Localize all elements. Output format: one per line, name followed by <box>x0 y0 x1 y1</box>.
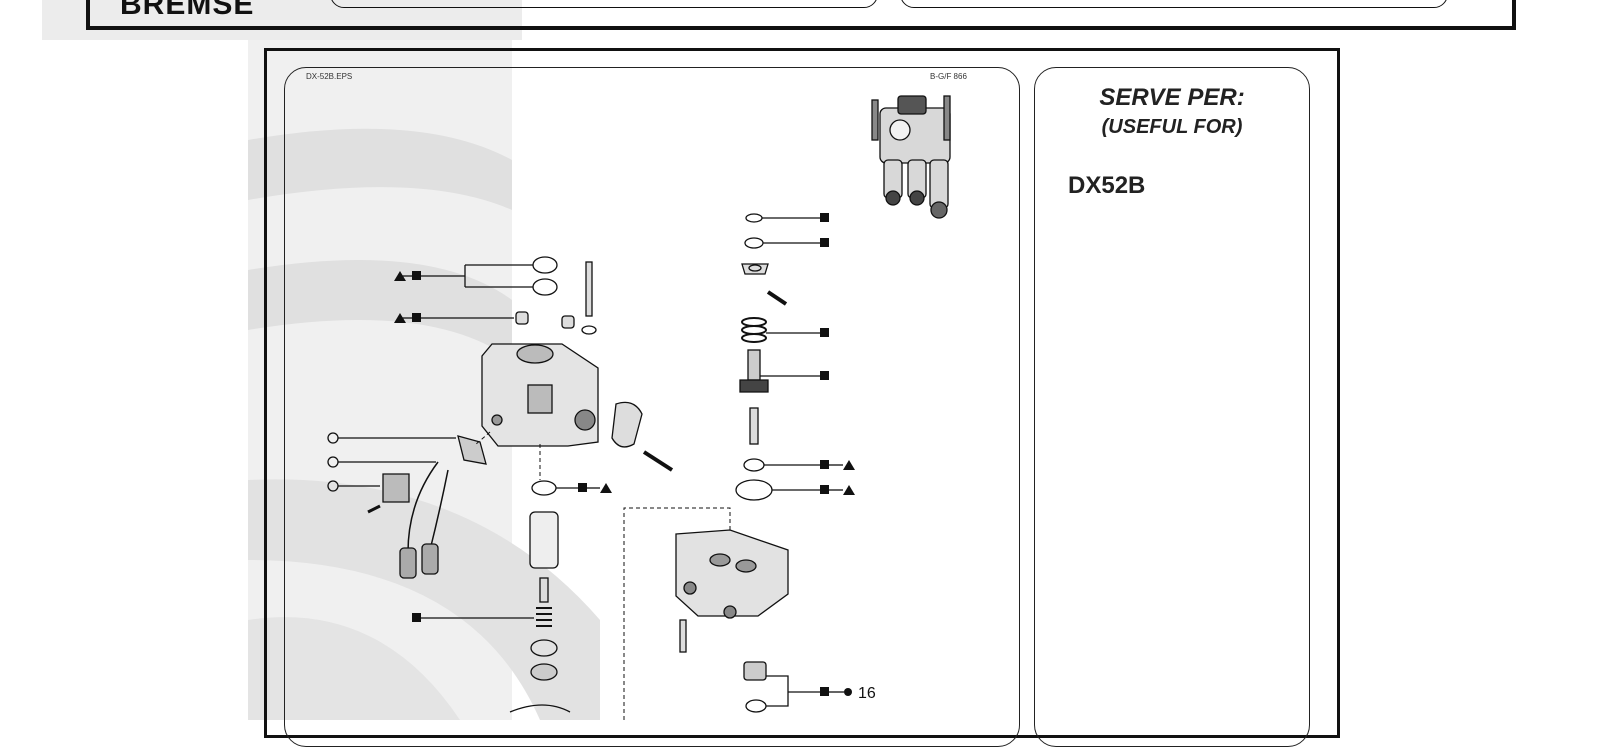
callout-number: 16 <box>858 685 876 702</box>
header-frame <box>86 0 1516 30</box>
useful-for-title: SERVE PER: <box>1099 84 1245 111</box>
watermark-logo <box>42 0 600 720</box>
callout-square <box>820 213 829 222</box>
callout-square <box>820 238 829 247</box>
file-label: DX-52B.EPS <box>306 72 353 81</box>
exploded-parts-drawing: 16 <box>327 95 951 720</box>
model-item: DX52B <box>1068 172 1146 199</box>
lower-valve-block <box>675 529 789 619</box>
valve-assembly-icon <box>871 95 951 219</box>
useful-for-subtitle: (USEFUL FOR) <box>1101 116 1243 138</box>
spring <box>741 317 767 343</box>
brand-logo: BREMSE <box>120 0 255 21</box>
reference-label: B-G/F 866 <box>930 72 967 81</box>
valve-body <box>481 343 599 447</box>
